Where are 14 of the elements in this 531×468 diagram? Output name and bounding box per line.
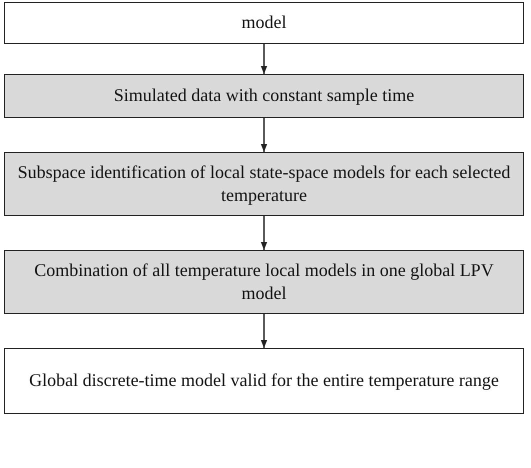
arrow — [260, 216, 268, 250]
box-label: Subspace identification of local state-space models for each selected temperature — [17, 160, 511, 207]
arrow — [260, 118, 268, 152]
box-label: Simulated data with constant sample time — [114, 84, 414, 108]
arrow — [260, 44, 268, 74]
process-box — [4, 2, 524, 44]
process-box — [4, 152, 524, 216]
process-box — [4, 250, 524, 314]
box-label: model — [242, 11, 286, 34]
box-label: Global discrete-time model valid for the entire temperature range — [29, 369, 499, 392]
process-box — [4, 348, 524, 414]
arrow — [260, 314, 268, 348]
box-label: Combination of all temperature local models in one global LPV model — [33, 258, 495, 305]
process-box — [4, 74, 524, 118]
